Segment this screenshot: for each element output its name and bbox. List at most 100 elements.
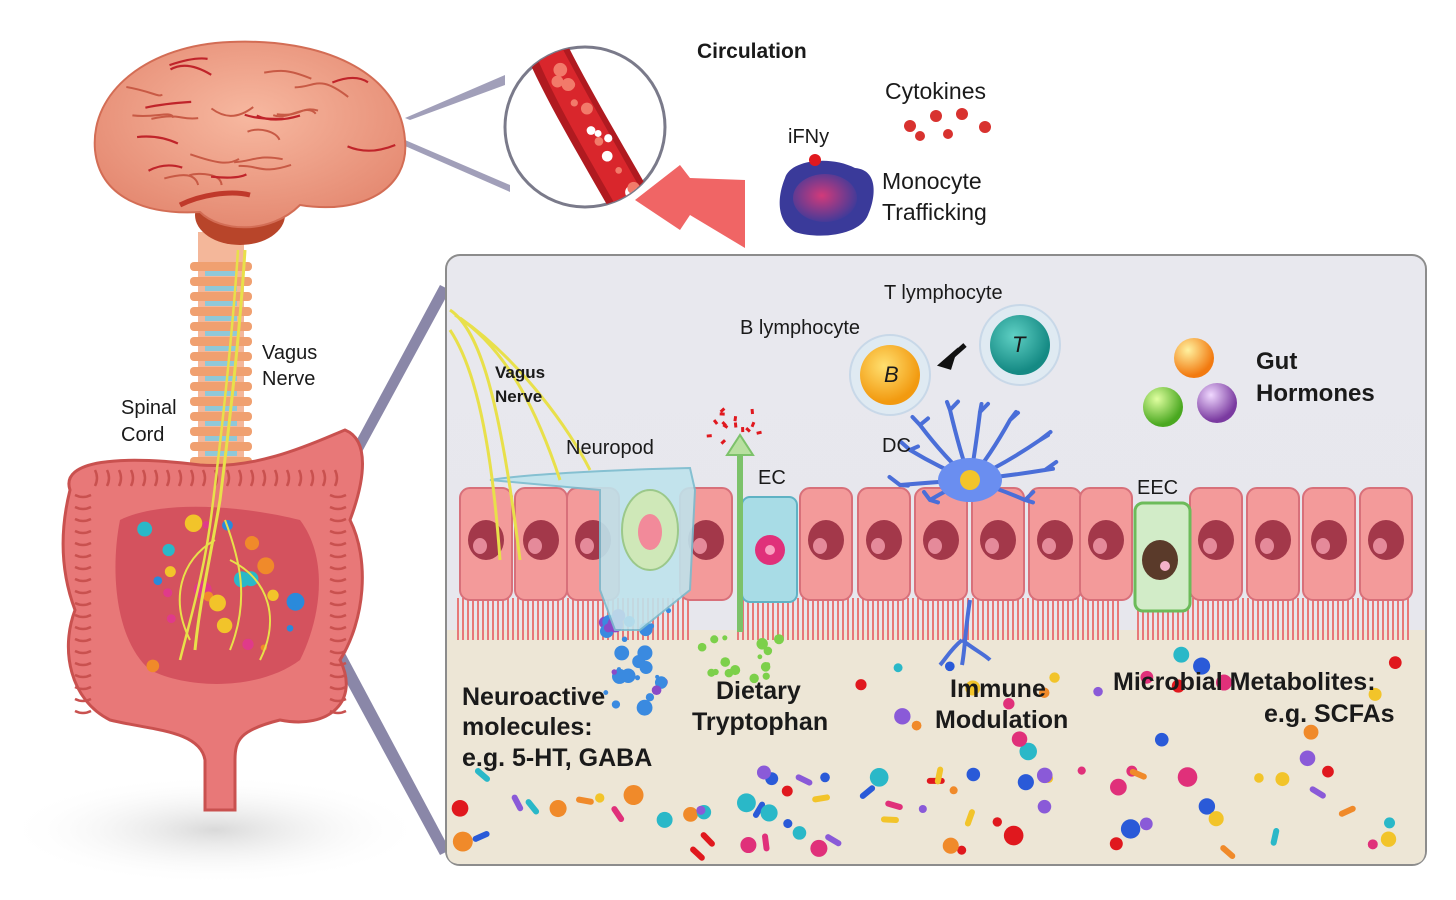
lumen-microbe (965, 680, 981, 696)
gut-microbe (233, 571, 250, 588)
lumen-microbe (1193, 657, 1211, 675)
lumen-bacillus (1129, 768, 1147, 780)
lumen-coccus (1017, 774, 1034, 791)
intestine-fold (153, 469, 159, 487)
tryptophan-particle (763, 646, 773, 656)
spark (706, 434, 712, 438)
epithelial-nucleus (923, 520, 959, 560)
vagus-nerve-strands (448, 308, 592, 561)
brain-sulcus (276, 108, 319, 116)
intestine-fold (329, 493, 347, 499)
intestine-fold (74, 529, 92, 535)
intestine-fold (74, 601, 92, 607)
intestine-fold (309, 469, 315, 487)
brain-vessel (256, 114, 301, 121)
brain-vessel (148, 164, 183, 172)
lumen-bacillus (762, 833, 770, 852)
spinal-disc (205, 331, 237, 336)
intestine-fold (329, 649, 347, 655)
lumen-microbe (1388, 656, 1402, 669)
neurotransmitter-dot (603, 690, 609, 696)
lumen-coccus (869, 767, 889, 787)
lumen-coccus (1380, 831, 1397, 847)
lumen-coccus (820, 772, 830, 783)
epithelial-nucleus (1198, 520, 1234, 560)
lumen-microbe (894, 708, 911, 725)
intestine-fold (74, 517, 92, 523)
lumen-bacillus (934, 766, 944, 785)
hormones-label: Hormones (1256, 380, 1375, 407)
eec-cell (1133, 501, 1192, 613)
epithelial-nucleus (1311, 520, 1347, 560)
brain-sulcus (234, 156, 283, 164)
gut-hormone-spheres (1143, 338, 1237, 427)
intestine-fold (74, 625, 92, 631)
gut-microbe (242, 638, 254, 651)
epithelial-nucleus (1368, 520, 1404, 560)
spinal-disc (205, 346, 237, 351)
intestine-fold (297, 469, 303, 487)
lumen-bacillus (1309, 786, 1326, 799)
tryptophan-particle (749, 673, 759, 684)
spinal-disc (205, 376, 237, 381)
lumen-bacillus (825, 834, 842, 847)
lumen-microbe (944, 661, 955, 672)
lumen-coccus (1275, 772, 1290, 787)
intestine-fold (117, 469, 123, 487)
vertebra (190, 367, 252, 376)
gut-microbe (209, 594, 226, 612)
lumen-coccus (756, 765, 771, 780)
molecules-label: molecules: (462, 713, 593, 741)
brain-vessel (331, 76, 369, 84)
brain-vessel (169, 57, 208, 67)
lumen-bacillus (812, 794, 831, 803)
spark (745, 427, 751, 433)
lumen-microbe (1299, 750, 1316, 767)
lumen-bacillus (795, 774, 813, 786)
spinal-disc (205, 451, 237, 456)
spinal-disc (205, 361, 237, 366)
lumen-microbe (1140, 670, 1154, 684)
immune-label: Immune (950, 675, 1046, 703)
lumen-microbe (1368, 687, 1382, 701)
lumen-bacillus (690, 846, 705, 861)
tryptophan-particle (724, 668, 734, 678)
lumen-coccus (810, 839, 828, 857)
intestine-fold (74, 553, 92, 559)
lumen-bacillus (1220, 845, 1236, 860)
intestine-fold (74, 613, 92, 619)
vertebra (190, 337, 252, 346)
vertebra (190, 397, 252, 406)
spinal-disc (205, 286, 237, 291)
lumen-bacillus (511, 794, 524, 812)
lumen-bacillus (859, 785, 876, 799)
lumen-coccus (1120, 819, 1141, 839)
vertebra (190, 322, 252, 331)
trafficking-label: Trafficking (882, 199, 987, 225)
ifny-label: iFNy (788, 126, 830, 148)
gut-microbe (164, 566, 176, 578)
tryptophan-particle (722, 635, 728, 641)
gut-microbe (288, 601, 296, 609)
dietary-label: Dietary (716, 677, 801, 705)
brain-vessel (347, 143, 396, 152)
intestine-fold (74, 697, 92, 703)
epithelial-nucleus (1037, 520, 1073, 560)
lumen-microbe (1019, 742, 1037, 761)
lumen-microbe (855, 679, 867, 691)
intestine-fold (74, 685, 92, 691)
gut-microbe (267, 589, 279, 601)
lumen-bacillus (525, 799, 540, 815)
lumen-microbe (1215, 674, 1232, 691)
cord-label: Cord (121, 424, 165, 446)
intestine-fold (329, 673, 347, 679)
lumen-bacillus (885, 800, 903, 810)
neurotransmitter-dot (621, 636, 628, 643)
lumen-microbe (1173, 646, 1190, 663)
gut-microbe (286, 592, 305, 611)
brain-sulcus (189, 153, 240, 164)
lumen-microbe (1171, 679, 1185, 693)
tryptophan-particle (697, 642, 707, 652)
neurotransmitter-dot (634, 675, 641, 681)
intestine-fold (329, 613, 347, 619)
